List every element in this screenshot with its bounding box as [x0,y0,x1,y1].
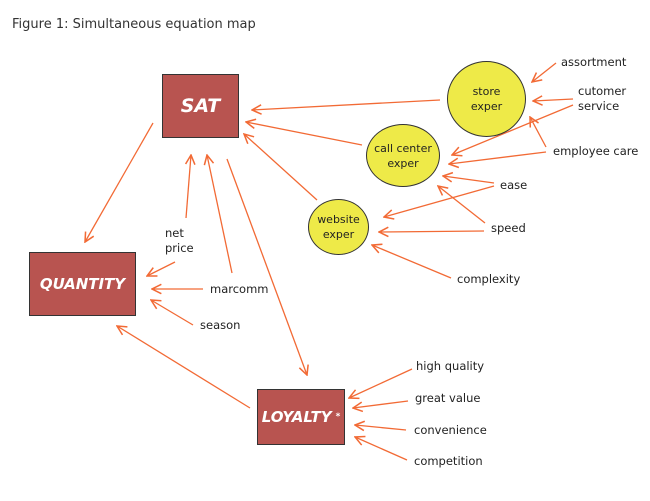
label-ease: ease [500,178,528,192]
quantity-label: QUANTITY [39,275,126,293]
arrow-store-to-sat [252,99,441,110]
arrow-marcomm-to-sat [207,155,233,274]
loyalty-label: LOYALTY [261,408,332,426]
arrow-loyalty-to-quantity [117,326,251,409]
arrow-sat-to-quantity [85,122,154,242]
arrow-customerservice-to-store [533,99,574,101]
arrow-highquality-to-loyalty [349,368,413,398]
arrow-callcenter-to-sat [246,122,363,146]
loyalty-asterisk: * [335,412,341,422]
arrow-website-to-sat [244,134,318,201]
store-exper-label: store exper [470,85,503,113]
label-season: season [200,318,241,332]
label-employee-care: employee care [553,144,639,158]
arrow-competition-to-loyalty [355,437,408,461]
sat-node: SAT [162,74,239,138]
arrow-assortment-to-store [532,62,557,82]
sat-label: SAT [180,95,221,117]
arrow-speed-to-callcenter [438,186,486,224]
label-net-price: net price [165,226,194,255]
store-exper-node: store exper [447,61,526,137]
arrow-customerservice-to-callcenter [452,104,574,155]
label-speed: speed [491,221,526,235]
arrow-netprice-to-sat [186,155,191,219]
label-high-quality: high quality [416,359,485,373]
call-center-exper-node: call center exper [366,124,440,187]
figure-title: Figure 1: Simultaneous equation map [12,17,256,32]
website-exper-label: website exper [317,213,360,241]
arrow-convenience-to-loyalty [355,425,407,430]
arrow-greatvalue-to-loyalty [353,400,409,408]
arrow-employeecare-to-callcenter [449,151,547,164]
label-customer-service: cutomer service [578,84,627,113]
label-complexity: complexity [457,272,521,286]
label-convenience: convenience [414,423,487,437]
label-great-value: great value [415,391,481,405]
arrow-speed-to-website [379,231,485,232]
arrow-netprice-to-quantity [147,261,176,276]
loyalty-node: LOYALTY* [257,389,345,445]
call-center-exper-label: call center exper [374,141,432,170]
arrow-complexity-to-website [372,245,452,279]
label-assortment: assortment [561,55,627,69]
arrow-season-to-quantity [151,300,194,326]
quantity-node: QUANTITY [29,252,136,316]
label-marcomm: marcomm [210,282,269,296]
arrow-ease-to-website [384,185,495,217]
arrow-sat-to-loyalty [226,158,307,375]
website-exper-node: website exper [308,199,369,255]
arrow-employeecare-to-store [530,117,547,148]
label-competition: competition [414,454,483,468]
arrow-ease-to-callcenter [443,176,495,184]
